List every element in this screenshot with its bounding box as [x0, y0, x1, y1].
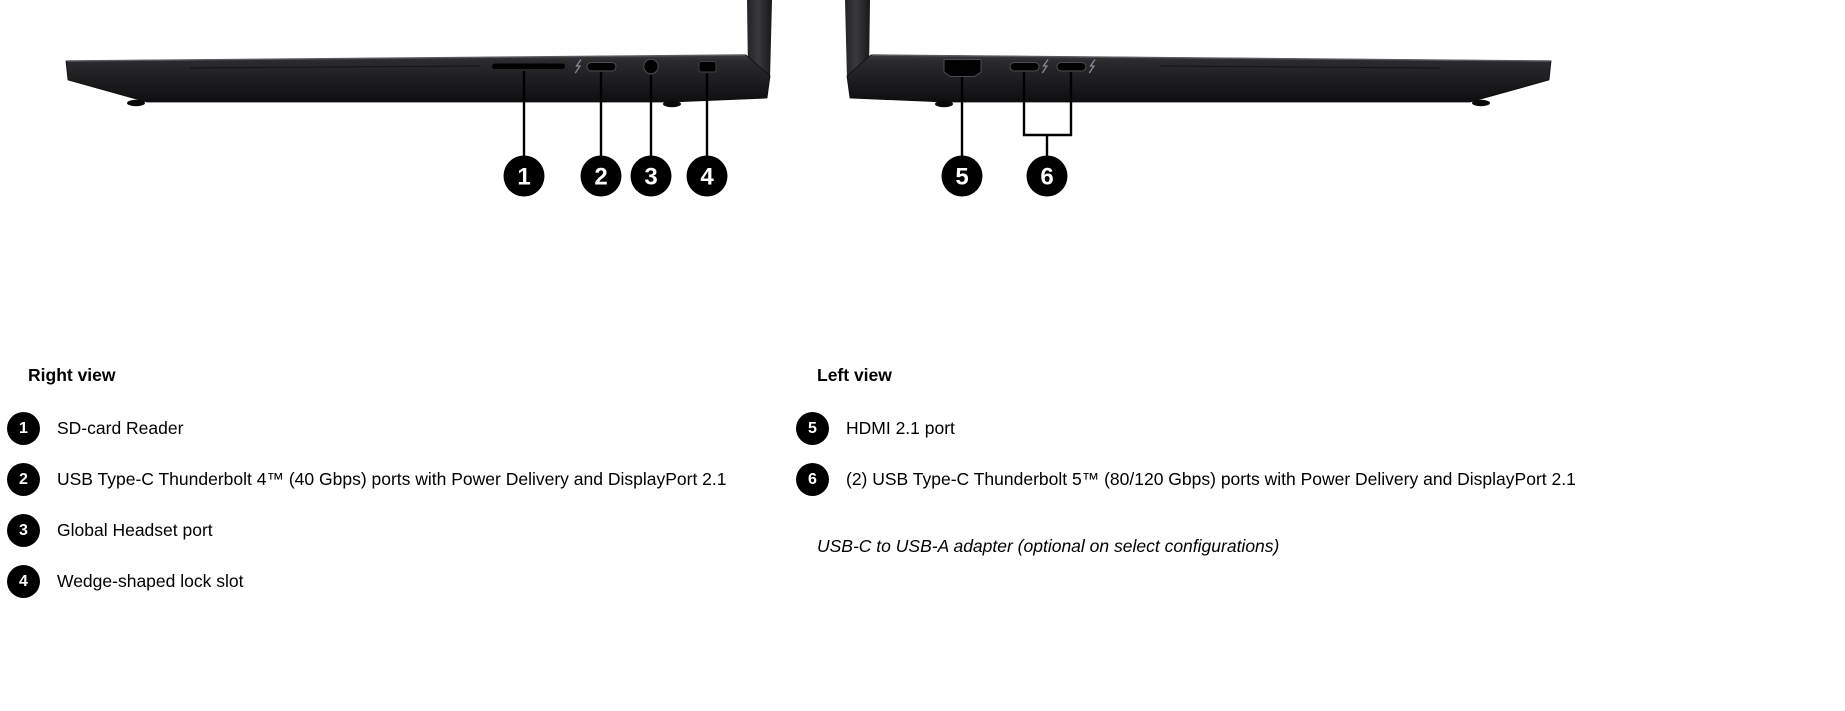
thunderbolt-icon [1088, 59, 1096, 74]
right-view-laptop [65, 0, 772, 108]
callout-2-number: 2 [594, 164, 607, 191]
callout-3-badge [630, 155, 672, 197]
item-3-label: Global Headset port [57, 520, 213, 540]
rubber-foot [127, 99, 145, 107]
callout-5-badge [941, 155, 983, 197]
deck-highlight [871, 54, 1551, 62]
item-4-number-badge: 4 [7, 565, 40, 598]
callout-6-badge [1026, 155, 1068, 197]
legend-item-2: 2 USB Type-C Thunderbolt 4™ (40 Gbps) po… [7, 463, 727, 514]
callout-4-badge [686, 155, 728, 197]
callout-5-number: 5 [955, 164, 968, 191]
callout-3-number: 3 [644, 164, 657, 191]
laptop-lid-edge [845, 0, 870, 79]
item-6-number-badge: 6 [796, 463, 829, 496]
item-5-number-badge: 5 [796, 412, 829, 445]
left-view-laptop [845, 0, 1552, 108]
legend-item-4: 4 Wedge-shaped lock slot [7, 565, 727, 616]
item-2-number-badge: 2 [7, 463, 40, 496]
callout-2-badge [580, 155, 622, 197]
left-view-title: Left view [817, 365, 892, 385]
laptop-ports-illustration: 1 2 3 4 [65, 0, 1552, 197]
legend-item-5: 5 HDMI 2.1 port [796, 412, 1576, 463]
laptop-lid-edge [747, 0, 772, 79]
item-1-label: SD-card Reader [57, 418, 184, 438]
headset-port-inner [648, 63, 654, 70]
right-view-callouts: 1 2 3 4 [503, 71, 728, 197]
left-view-callouts: 5 6 [941, 72, 1073, 197]
thunderbolt-icon [574, 59, 582, 74]
legend-item-6: 6 (2) USB Type-C Thunderbolt 5™ (80/120 … [796, 463, 1576, 514]
callout-1-badge [503, 155, 545, 197]
usb-c-port-1 [1009, 62, 1040, 72]
item-1-number-badge: 1 [7, 412, 40, 445]
body-seam [189, 65, 481, 69]
right-view-legend: Right view 1 SD-card Reader 2 USB Type-C… [7, 365, 727, 616]
body-seam [1159, 65, 1441, 69]
rubber-foot [663, 100, 681, 108]
laptop-body [65, 54, 771, 103]
hdmi-port [943, 59, 982, 77]
callout-line-6-bracket [1022, 72, 1073, 156]
item-3-number-badge: 3 [7, 514, 40, 547]
usb-c-port-2 [1056, 62, 1087, 72]
legend-item-3: 3 Global Headset port [7, 514, 727, 565]
deck-highlight [66, 54, 746, 62]
thunderbolt-icon [1041, 59, 1049, 74]
item-4-label: Wedge-shaped lock slot [57, 571, 244, 591]
callout-6-number: 6 [1040, 164, 1053, 191]
usb-c-port [586, 62, 617, 72]
adapter-note: USB-C to USB-A adapter (optional on sele… [817, 536, 1280, 556]
item-6-label: (2) USB Type-C Thunderbolt 5™ (80/120 Gb… [846, 469, 1576, 489]
sd-card-slot [492, 63, 565, 69]
legend-item-1: 1 SD-card Reader [7, 412, 727, 463]
item-2-label: USB Type-C Thunderbolt 4™ (40 Gbps) port… [57, 469, 727, 489]
item-5-label: HDMI 2.1 port [846, 418, 955, 438]
rubber-foot [1472, 99, 1490, 107]
right-view-title: Right view [28, 365, 116, 385]
rubber-foot [935, 100, 953, 108]
left-view-legend: Left view 5 HDMI 2.1 port 6 (2) USB Type… [796, 365, 1576, 556]
callout-1-number: 1 [517, 164, 530, 191]
callout-4-number: 4 [700, 164, 714, 191]
lock-slot [698, 61, 717, 73]
